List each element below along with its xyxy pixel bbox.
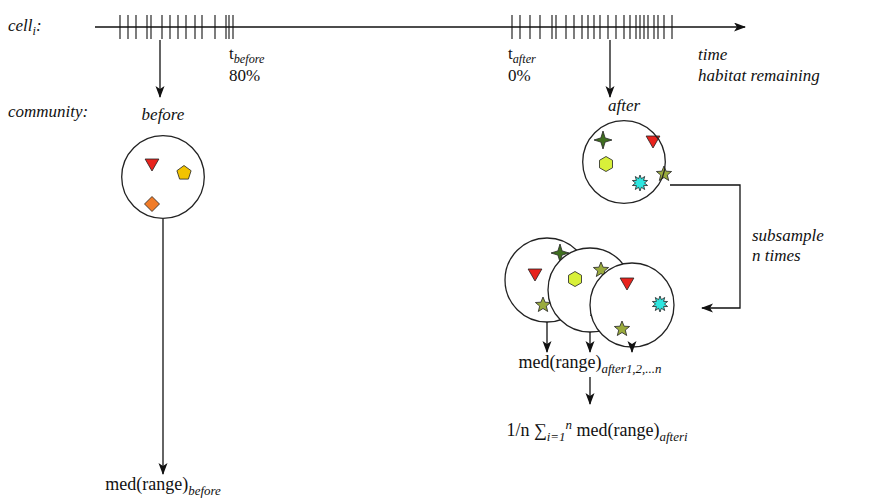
annotation-label: med(range)after1,2,...n bbox=[518, 352, 661, 376]
annotation-label: celli: bbox=[8, 16, 42, 38]
event-tick bbox=[643, 15, 644, 39]
species-symbol bbox=[600, 157, 613, 172]
subsample-bracket bbox=[670, 185, 740, 308]
circle-outline bbox=[582, 120, 666, 204]
annotation-label: subsample n times bbox=[752, 226, 834, 265]
annotation-label: med(range)before bbox=[105, 474, 221, 498]
community-circle: before bbox=[121, 135, 205, 219]
species-symbol bbox=[569, 272, 582, 287]
community-circle: after bbox=[582, 120, 666, 204]
event-tick bbox=[232, 15, 233, 39]
event-tick bbox=[177, 15, 178, 39]
annotation-label: community: bbox=[8, 102, 88, 122]
event-tick bbox=[581, 15, 582, 39]
annotation-label: 0% bbox=[508, 66, 531, 86]
event-tick bbox=[615, 15, 616, 39]
species-symbol bbox=[535, 297, 550, 312]
event-tick bbox=[573, 15, 574, 39]
flow-arrow bbox=[162, 219, 163, 474]
sample-arrow bbox=[609, 40, 610, 97]
event-tick bbox=[135, 15, 136, 39]
event-tick bbox=[169, 15, 170, 39]
event-tick bbox=[565, 15, 566, 39]
event-tick bbox=[161, 15, 162, 39]
event-tick bbox=[150, 15, 151, 39]
annotation-label: 80% bbox=[229, 66, 260, 86]
species-symbol bbox=[614, 321, 629, 336]
event-tick bbox=[599, 15, 600, 39]
flow-arrow bbox=[589, 332, 590, 352]
annotation-label: time bbox=[698, 45, 727, 65]
event-tick bbox=[555, 15, 556, 39]
event-tick bbox=[623, 15, 624, 39]
event-tick bbox=[607, 15, 608, 39]
event-tick bbox=[185, 15, 186, 39]
species-symbol bbox=[145, 159, 159, 171]
event-tick bbox=[657, 15, 658, 39]
circle-outline bbox=[121, 135, 205, 219]
event-tick bbox=[201, 15, 202, 39]
species-symbol bbox=[620, 278, 634, 290]
sample-arrow bbox=[159, 40, 160, 97]
event-tick bbox=[194, 15, 195, 39]
species-symbol bbox=[632, 175, 647, 191]
event-tick bbox=[587, 15, 588, 39]
circle-border bbox=[122, 136, 205, 219]
event-tick bbox=[647, 15, 648, 39]
event-tick bbox=[225, 15, 226, 39]
event-tick bbox=[119, 15, 120, 39]
annotation-label: habitat remaining bbox=[698, 66, 820, 86]
species-symbol bbox=[652, 296, 667, 312]
subsample-circle bbox=[590, 263, 674, 347]
event-tick bbox=[639, 15, 640, 39]
flow-arrow bbox=[546, 322, 547, 352]
event-ticks bbox=[120, 15, 672, 39]
subsample-circles bbox=[505, 238, 674, 347]
event-tick bbox=[539, 15, 540, 39]
community-heading: before bbox=[142, 105, 185, 125]
annotation-label: tafter bbox=[508, 44, 536, 66]
event-tick bbox=[228, 15, 229, 39]
event-tick bbox=[519, 15, 520, 39]
event-tick bbox=[146, 15, 147, 39]
event-tick bbox=[214, 15, 215, 39]
annotation-label: 1/n ∑i=1n med(range)afteri bbox=[506, 418, 687, 445]
circle-border bbox=[583, 121, 666, 204]
annotation-label: tbefore bbox=[229, 44, 265, 66]
species-symbols bbox=[145, 131, 672, 212]
species-symbol bbox=[145, 197, 160, 212]
event-tick bbox=[551, 15, 552, 39]
event-tick bbox=[671, 15, 672, 39]
event-tick bbox=[529, 15, 530, 39]
flow-arrow bbox=[631, 347, 632, 352]
event-tick bbox=[511, 15, 512, 39]
species-symbol bbox=[594, 131, 612, 149]
event-tick bbox=[635, 15, 636, 39]
community-heading: after bbox=[608, 96, 640, 116]
species-symbol bbox=[528, 269, 542, 281]
event-tick bbox=[653, 15, 654, 39]
event-tick bbox=[593, 15, 594, 39]
species-symbol bbox=[177, 166, 191, 180]
event-tick bbox=[663, 15, 664, 39]
flow-arrow bbox=[589, 377, 590, 404]
event-tick bbox=[127, 15, 128, 39]
event-tick bbox=[629, 15, 630, 39]
